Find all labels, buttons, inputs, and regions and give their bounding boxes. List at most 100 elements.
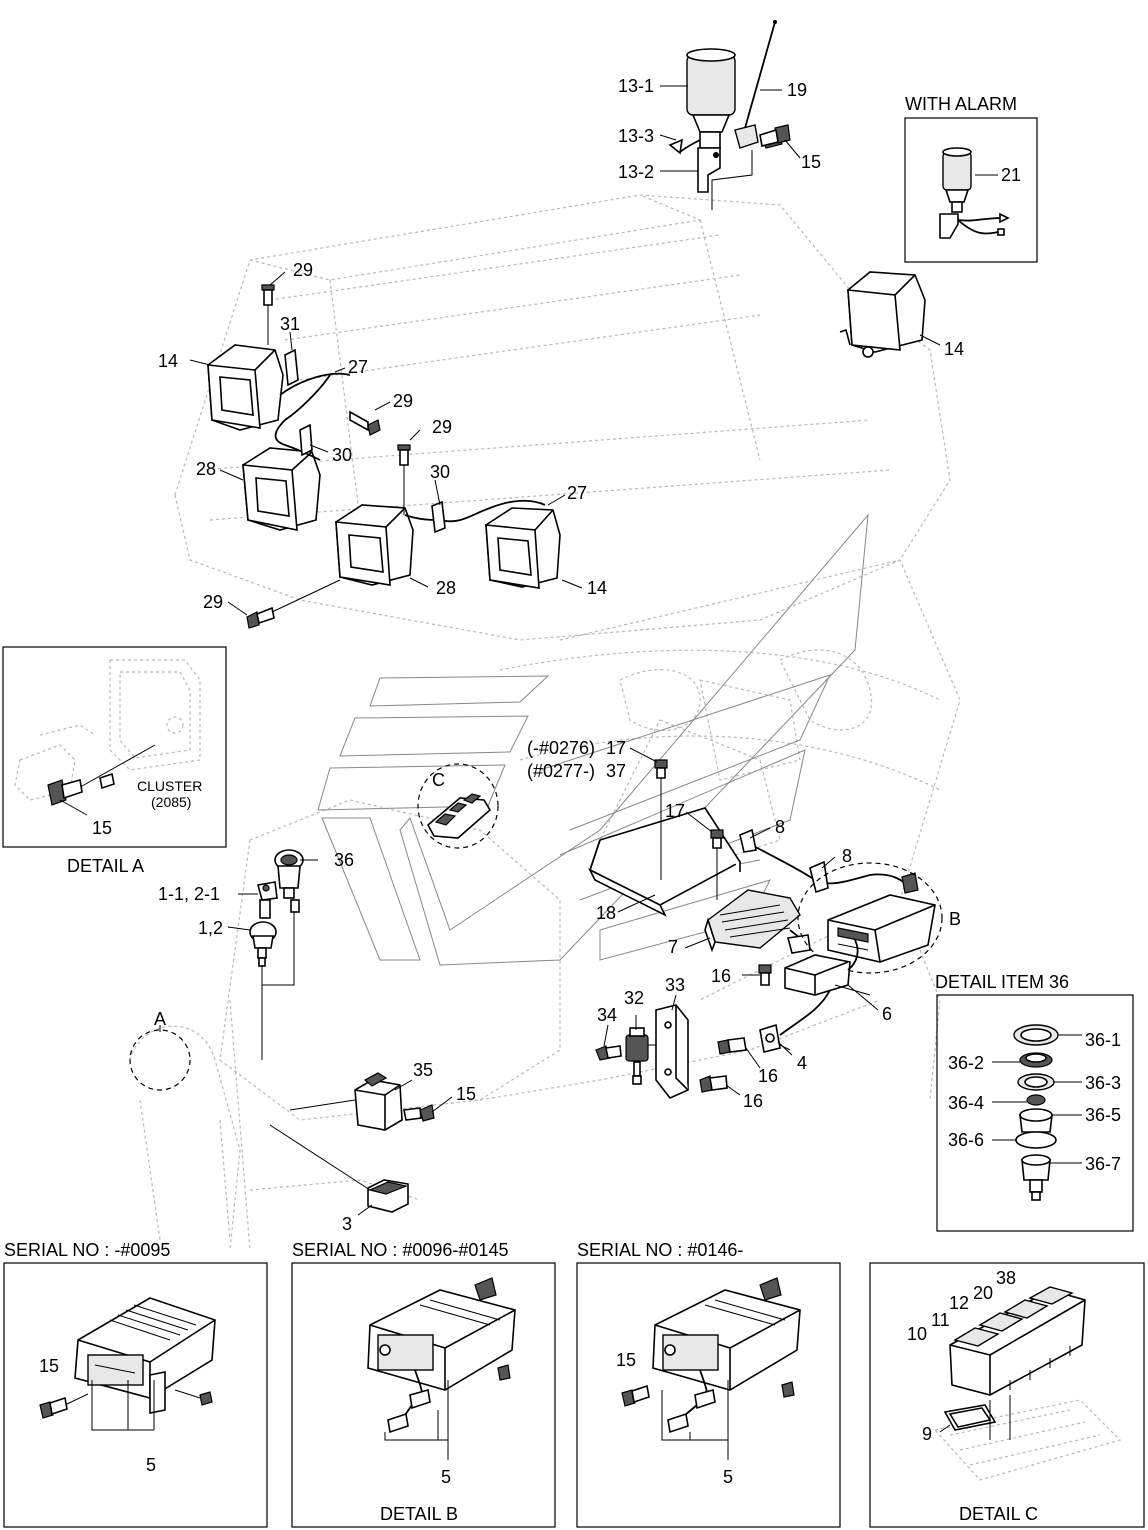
callout-labels: 13-1 13-3 13-2 19 15 WITH ALARM 21 14 29… — [4, 76, 1121, 1524]
callout-36-2: 36-2 — [948, 1053, 984, 1073]
connector-4 — [759, 989, 831, 1053]
callout-30-a: 30 — [332, 445, 352, 465]
leader-lines — [59, 85, 998, 1216]
callout-21: 21 — [1001, 165, 1021, 185]
marker-b: B — [949, 909, 961, 929]
detail-c-circle — [417, 763, 499, 849]
work-lamp-14-left — [207, 344, 284, 431]
socket-36 — [262, 849, 304, 986]
radio-b-assembly — [827, 894, 936, 963]
callout-16-a: 16 — [711, 966, 731, 986]
with-alarm-title: WITH ALARM — [905, 94, 1017, 114]
detail-a-cluster-ghost — [14, 659, 201, 801]
radio-1-callout-5: 5 — [146, 1455, 156, 1475]
detail-b-circle — [797, 862, 943, 974]
callout-7: 7 — [668, 937, 678, 957]
detail-c-callout-9: 9 — [922, 1424, 932, 1444]
work-lamp-28-b — [335, 504, 414, 586]
callout-36-5: 36-5 — [1085, 1105, 1121, 1125]
radio-serial-1 — [39, 1297, 216, 1431]
callout-27-a: 27 — [348, 357, 368, 377]
detail-a-box — [2, 646, 227, 848]
callout-33: 33 — [665, 975, 685, 995]
bracket-33 — [655, 1004, 689, 1099]
callout-8-b: 8 — [842, 846, 852, 866]
callout-17-a: 17 — [606, 738, 626, 758]
serial-note-37: (#0277-) — [527, 761, 595, 781]
callout-34: 34 — [597, 1005, 617, 1025]
callout-36-7: 36-7 — [1085, 1154, 1121, 1174]
callout-13-3: 13-3 — [618, 126, 654, 146]
detail-item-36-box — [936, 994, 1134, 1232]
alarm-beacon-21 — [939, 147, 1010, 239]
callout-13-2: 13-2 — [618, 162, 654, 182]
callout-6: 6 — [882, 1004, 892, 1024]
radio-3-callout-15: 15 — [616, 1350, 636, 1370]
serial-title-3: SERIAL NO : #0146- — [577, 1240, 743, 1260]
serial-title-2: SERIAL NO : #0096-#0145 — [292, 1240, 508, 1260]
detail-a-title: DETAIL A — [67, 856, 144, 876]
switch-3 — [269, 1124, 409, 1213]
radio-serial-2 — [367, 1277, 516, 1460]
marker-a: A — [154, 1009, 166, 1029]
callout-1-2: 1,2 — [198, 918, 223, 938]
callout-31: 31 — [280, 314, 300, 334]
with-alarm-box — [904, 117, 1038, 263]
detail-c-title: DETAIL C — [959, 1504, 1038, 1524]
serial-title-1: SERIAL NO : -#0095 — [4, 1240, 170, 1260]
callout-14-left: 14 — [158, 351, 178, 371]
callout-28-a: 28 — [196, 459, 216, 479]
serial-note-17: (-#0276) — [527, 738, 595, 758]
callout-1-1-2-1: 1-1, 2-1 — [158, 884, 220, 904]
callout-16-c: 16 — [743, 1091, 763, 1111]
callout-19: 19 — [787, 80, 807, 100]
module-6 — [784, 939, 871, 996]
callout-4: 4 — [797, 1053, 807, 1073]
callout-36-3: 36-3 — [1085, 1073, 1121, 1093]
callout-14-right: 14 — [944, 339, 964, 359]
bolt-34 — [595, 1045, 622, 1061]
detail-c-callout-38: 38 — [996, 1268, 1016, 1288]
callout-27-b: 27 — [567, 483, 587, 503]
detail-item-36-title: DETAIL ITEM 36 — [935, 972, 1069, 992]
buzzer-32 — [625, 1027, 656, 1085]
callout-13-1: 13-1 — [618, 76, 654, 96]
controller-18 — [588, 775, 742, 917]
callout-37: 37 — [606, 761, 626, 781]
callout-8-a: 8 — [775, 817, 785, 837]
callout-15-a: 15 — [92, 818, 112, 838]
callout-30-b: 30 — [430, 462, 450, 482]
radio-3-callout-5: 5 — [723, 1467, 733, 1487]
detail-c-callout-11: 11 — [931, 1310, 950, 1330]
marker-c: C — [432, 770, 445, 790]
detail-36-exploded — [1013, 1024, 1059, 1201]
callout-29-c: 29 — [432, 417, 452, 437]
radio-serial-3 — [621, 1277, 801, 1460]
callout-32: 32 — [624, 988, 644, 1008]
switch-panel-mini — [426, 793, 492, 839]
relay-35 — [289, 1072, 403, 1131]
callout-28-b: 28 — [436, 578, 456, 598]
radio-1-callout-15: 15 — [39, 1356, 59, 1376]
callout-17-b: 17 — [665, 801, 685, 821]
detail-c-callout-12: 12 — [949, 1293, 969, 1313]
callout-29-d: 29 — [203, 592, 223, 612]
callout-14-mid: 14 — [587, 578, 607, 598]
switch-bank-detail-c — [933, 1286, 1122, 1481]
lamp-harness-27 — [274, 348, 546, 534]
radio-2-callout-5: 5 — [441, 1467, 451, 1487]
controller-7 — [704, 889, 811, 954]
callout-36: 36 — [334, 850, 354, 870]
callout-29-b: 29 — [393, 391, 413, 411]
callout-3: 3 — [342, 1214, 352, 1234]
bolt-16-a — [758, 964, 772, 986]
work-lamp-14-mid — [485, 507, 561, 589]
bolt-29-set — [246, 284, 411, 629]
cluster-label: CLUSTER — [137, 778, 202, 794]
bolt-15-top — [759, 124, 791, 147]
callout-36-4: 36-4 — [948, 1093, 984, 1113]
detail-c-box — [869, 1262, 1145, 1528]
callout-16-b: 16 — [758, 1066, 778, 1086]
callout-18: 18 — [596, 903, 616, 923]
